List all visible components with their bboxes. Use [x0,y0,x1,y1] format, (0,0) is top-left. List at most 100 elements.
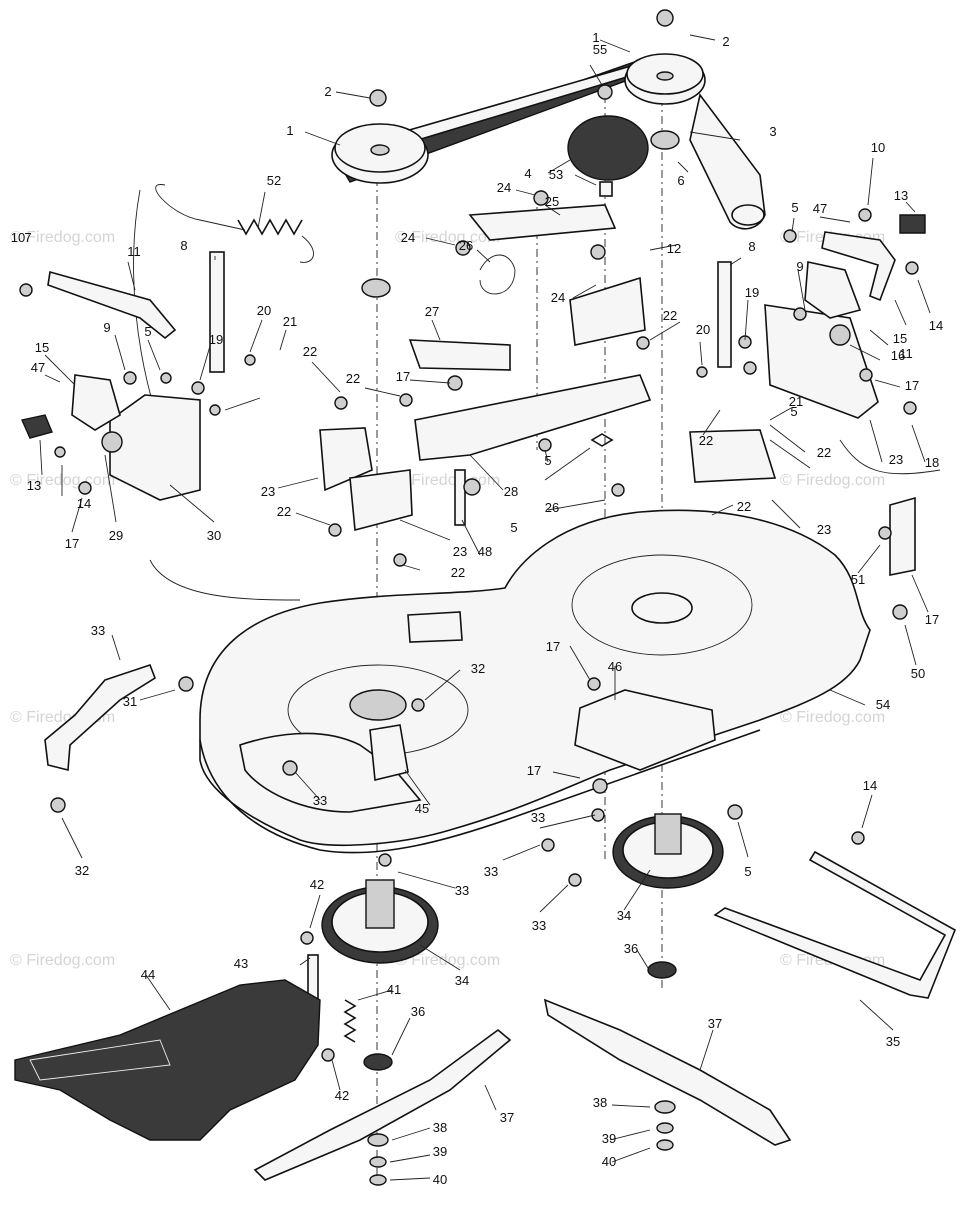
knob-13 [21,414,53,439]
part-callout: 8 [748,239,755,254]
bracket-28 [414,374,652,461]
part-callout: 10 [871,140,885,155]
part-callout: 13 [894,188,908,203]
part-callout: 5 [544,453,551,468]
watermark: © Firedog.com [10,229,115,246]
part-callout: 47 [813,201,827,216]
part-callout: 38 [593,1095,607,1110]
guard-23-center [349,469,413,532]
part-callout: 26 [545,500,559,515]
part-callout: 12 [667,241,681,256]
watermark: © Firedog.com [780,709,885,726]
part-callout: 1 [286,123,293,138]
part-callout: 29 [109,528,123,543]
bracket-12 [569,276,646,346]
part-callout: 22 [346,371,360,386]
spring-52 [155,184,314,263]
part-callout: 33 [531,810,545,825]
part-callout: 9 [796,259,803,274]
part-callout: 15 [35,340,49,355]
plate-27 [408,339,511,371]
part-callout: 1 [592,30,599,45]
plate-15-right [804,261,862,319]
part-callout: 33 [313,793,327,808]
part-callout: 3 [769,124,776,139]
part-callout: 21 [283,314,297,329]
part-callout: 36 [411,1004,425,1019]
part-callout: 22 [277,504,291,519]
part-callout: 28 [504,484,518,499]
part-callout: 14 [77,496,91,511]
strap-8-right [717,261,732,368]
part-callout: 22 [303,344,317,359]
part-callout: 24 [497,180,511,195]
watermark: © Firedog.com [780,472,885,489]
part-callout: 5 [790,404,797,419]
part-callout: 17 [905,378,919,393]
part-callout: 17 [527,763,541,778]
part-callout: 24 [401,230,415,245]
part-callout: 53 [549,167,563,182]
part-callout: 50 [911,666,925,681]
part-callout: 7 [24,230,31,245]
part-callout: 20 [257,303,271,318]
part-callout: 55 [593,42,607,57]
part-callout: 17 [65,536,79,551]
part-callout: 37 [500,1110,514,1125]
part-callout: 32 [75,863,89,878]
part-callout: 11 [127,244,141,259]
part-callout: 22 [737,499,751,514]
part-callout: 47 [31,360,45,375]
chute-44 [14,979,321,1141]
part-callout: 40 [433,1172,447,1187]
part-callout: 54 [876,697,890,712]
idler-arm [689,93,766,230]
watermark: © Firedog.com [10,952,115,969]
part-callout: 48 [478,544,492,559]
part-callout: 17 [546,639,560,654]
part-callout: 41 [387,982,401,997]
part-callout: 25 [545,194,559,209]
part-callout: 16 [891,348,905,363]
mower-deck [178,509,871,854]
bearing-36-right [647,961,677,979]
part-callout: 36 [624,941,638,956]
part-callout: 11 [899,346,913,361]
part-callout: 22 [699,433,713,448]
part-callout: 26 [459,238,473,253]
guard-23-right [689,429,777,483]
bearing-36-left [363,1053,393,1071]
blades [253,998,792,1181]
part-callout: 20 [696,322,710,337]
part-callout: 4 [524,166,531,181]
part-callout: 19 [209,332,223,347]
part-callout: 23 [889,452,903,467]
part-callout: 33 [455,883,469,898]
part-callout: 14 [863,778,877,793]
lever-11-right [821,231,896,302]
plate-15 [71,374,121,431]
bracket-46 [574,689,716,771]
part-callout: 5 [144,324,151,339]
bar-35 [713,831,957,999]
part-callout: 43 [234,956,248,971]
part-callout: 34 [617,908,631,923]
leader-lines [39,34,931,1181]
part-callout: 46 [608,659,622,674]
part-callout: 51 [851,572,865,587]
part-callout: 8 [180,238,187,253]
part-callout: 10 [11,230,25,245]
bracket-30-right [764,304,879,419]
part-callout: 24 [551,290,565,305]
idler-pulley [567,115,649,181]
part-callout: 18 [925,455,939,470]
knob-13-right [899,214,926,234]
part-callout: 32 [471,661,485,676]
part-callout: 40 [602,1154,616,1169]
spindle-housings [300,808,724,964]
part-callout: 22 [451,565,465,580]
part-callout: 13 [27,478,41,493]
part-callout: 14 [929,318,943,333]
part-callout: 23 [261,484,275,499]
